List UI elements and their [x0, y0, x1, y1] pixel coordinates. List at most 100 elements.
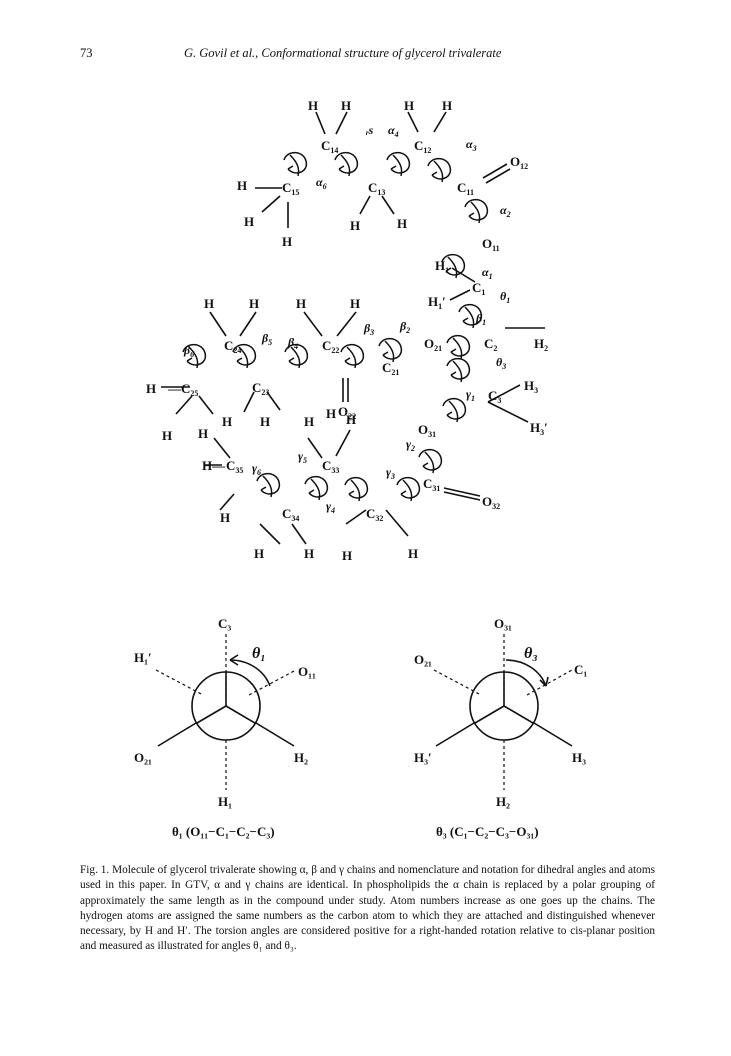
torsion-rotation-markers: [182, 151, 489, 502]
svg-text:β6: β6: [183, 343, 194, 359]
svg-text:γ6: γ6: [252, 461, 261, 477]
svg-text:C1: C1: [472, 280, 485, 297]
newman-right-angle: θ₃: [524, 645, 538, 662]
newman-left-angle: θ₁: [252, 645, 266, 662]
svg-text:C34: C34: [282, 506, 299, 523]
newman-left-lower-right: H₂: [294, 750, 308, 765]
svg-text:H: H: [254, 546, 264, 561]
newman-right-formula: θ₃ (C₁−C₂−C₃−O₃₁): [436, 824, 539, 839]
svg-text:H: H: [397, 216, 407, 231]
svg-text:C12: C12: [414, 138, 431, 155]
newman-right-left: O₂₁: [414, 652, 432, 667]
svg-text:H: H: [326, 406, 336, 421]
svg-text:γ3: γ3: [386, 465, 395, 481]
svg-text:H: H: [146, 381, 156, 396]
svg-text:H: H: [260, 414, 270, 429]
svg-text:α3: α3: [466, 137, 477, 153]
svg-text:H: H: [304, 546, 314, 561]
svg-text:H: H: [404, 98, 414, 113]
atom-labels: H H H H C14 C12 H C15 C13 C11 O12 H H H …: [146, 98, 548, 563]
svg-text:H: H: [220, 510, 230, 525]
newman-right-lower-right: H₃: [572, 750, 586, 765]
svg-text:β1: β1: [475, 311, 486, 327]
svg-text:H: H: [350, 296, 360, 311]
svg-text:θ3: θ3: [496, 355, 506, 371]
svg-text:H: H: [198, 426, 208, 441]
svg-text:γ1: γ1: [466, 387, 475, 403]
svg-text:C32: C32: [366, 506, 383, 523]
svg-text:C31: C31: [423, 476, 440, 493]
newman-right-lower-left: H₃′: [414, 750, 432, 765]
svg-text:C33: C33: [322, 458, 339, 475]
newman-projection-theta1: C₃ O₁₁ H₁′ O₂₁ H₂ H₁ θ₁ θ₁ (O₁₁−C₁−C₂−C₃…: [134, 616, 316, 839]
svg-text:C3: C3: [488, 388, 501, 405]
svg-text:H: H: [204, 296, 214, 311]
newman-left-left: H₁′: [134, 650, 152, 665]
svg-text:H1′: H1′: [428, 294, 446, 311]
svg-text:θ1: θ1: [500, 289, 510, 305]
running-head: G. Govil et al., Conformational structur…: [184, 46, 502, 60]
greek-labels: ᵣs α4 α3 α6 α2 α1 β1 θ1 θ3 β6 β5 β4 β3 β…: [183, 123, 511, 515]
newman-right-right: C₁: [574, 662, 587, 677]
molecule-bonds: [161, 111, 545, 545]
newman-projection-theta3: O₃₁ C₁ O₂₁ H₃′ H₃ H₂ θ₃ θ₃ (C₁−C₂−C₃−O₃₁…: [414, 616, 587, 839]
svg-text:H: H: [244, 214, 254, 229]
svg-text:C14: C14: [321, 138, 338, 155]
svg-text:C13: C13: [368, 180, 385, 197]
svg-text:H: H: [162, 428, 172, 443]
svg-text:γ2: γ2: [406, 437, 415, 453]
svg-text:C35: C35: [226, 458, 243, 475]
svg-text:H3′: H3′: [530, 420, 548, 437]
figure-caption: Fig. 1. Molecule of glycerol trivalerate…: [80, 863, 655, 955]
svg-text:H1: H1: [435, 258, 449, 275]
svg-text:H: H: [350, 218, 360, 233]
svg-text:C23: C23: [252, 380, 269, 397]
svg-text:H: H: [249, 296, 259, 311]
svg-text:γ4: γ4: [326, 499, 335, 515]
newman-left-right: O₁₁: [298, 664, 316, 679]
svg-text:H: H: [341, 98, 351, 113]
svg-text:α4: α4: [388, 123, 399, 139]
svg-text:O12: O12: [510, 154, 528, 171]
svg-text:O11: O11: [482, 236, 500, 253]
svg-text:H—: H—: [202, 458, 226, 473]
svg-text:ᵣs: ᵣs: [365, 123, 374, 137]
svg-text:H3: H3: [524, 378, 538, 395]
svg-text:O31: O31: [418, 422, 436, 439]
svg-text:O21: O21: [424, 336, 442, 353]
svg-text:H: H: [308, 98, 318, 113]
svg-text:O32: O32: [482, 494, 500, 511]
page-number: 73: [80, 46, 93, 60]
svg-text:C24: C24: [224, 338, 241, 355]
svg-text:C15: C15: [282, 180, 299, 197]
svg-text:H: H: [408, 546, 418, 561]
svg-text:β4: β4: [287, 335, 298, 351]
svg-text:γ5: γ5: [298, 449, 307, 465]
svg-text:H: H: [442, 98, 452, 113]
svg-text:C11: C11: [457, 180, 474, 197]
svg-text:H: H: [237, 178, 247, 193]
svg-text:H: H: [222, 414, 232, 429]
svg-text:C21: C21: [382, 360, 399, 377]
svg-text:β2: β2: [399, 319, 410, 335]
newman-left-front: C₃: [218, 616, 231, 631]
newman-left-bottom: H₁: [218, 794, 232, 809]
svg-text:α1: α1: [482, 265, 493, 281]
svg-text:H: H: [282, 234, 292, 249]
svg-text:C2: C2: [484, 336, 497, 353]
svg-text:H: H: [342, 548, 352, 563]
svg-text:C22: C22: [322, 338, 339, 355]
svg-text:β5: β5: [261, 331, 272, 347]
svg-text:H2: H2: [534, 336, 548, 353]
newman-left-formula: θ₁ (O₁₁−C₁−C₂−C₃): [172, 824, 275, 839]
caption-text: Fig. 1. Molecule of glycerol trivalerate…: [80, 864, 655, 953]
newman-left-lower-left: O₂₁: [134, 750, 152, 765]
newman-right-bottom: H₂: [496, 794, 510, 809]
svg-text:H: H: [346, 412, 356, 427]
svg-text:α2: α2: [500, 203, 511, 219]
svg-text:β3: β3: [363, 321, 374, 337]
svg-text:H: H: [304, 414, 314, 429]
svg-text:H: H: [296, 296, 306, 311]
